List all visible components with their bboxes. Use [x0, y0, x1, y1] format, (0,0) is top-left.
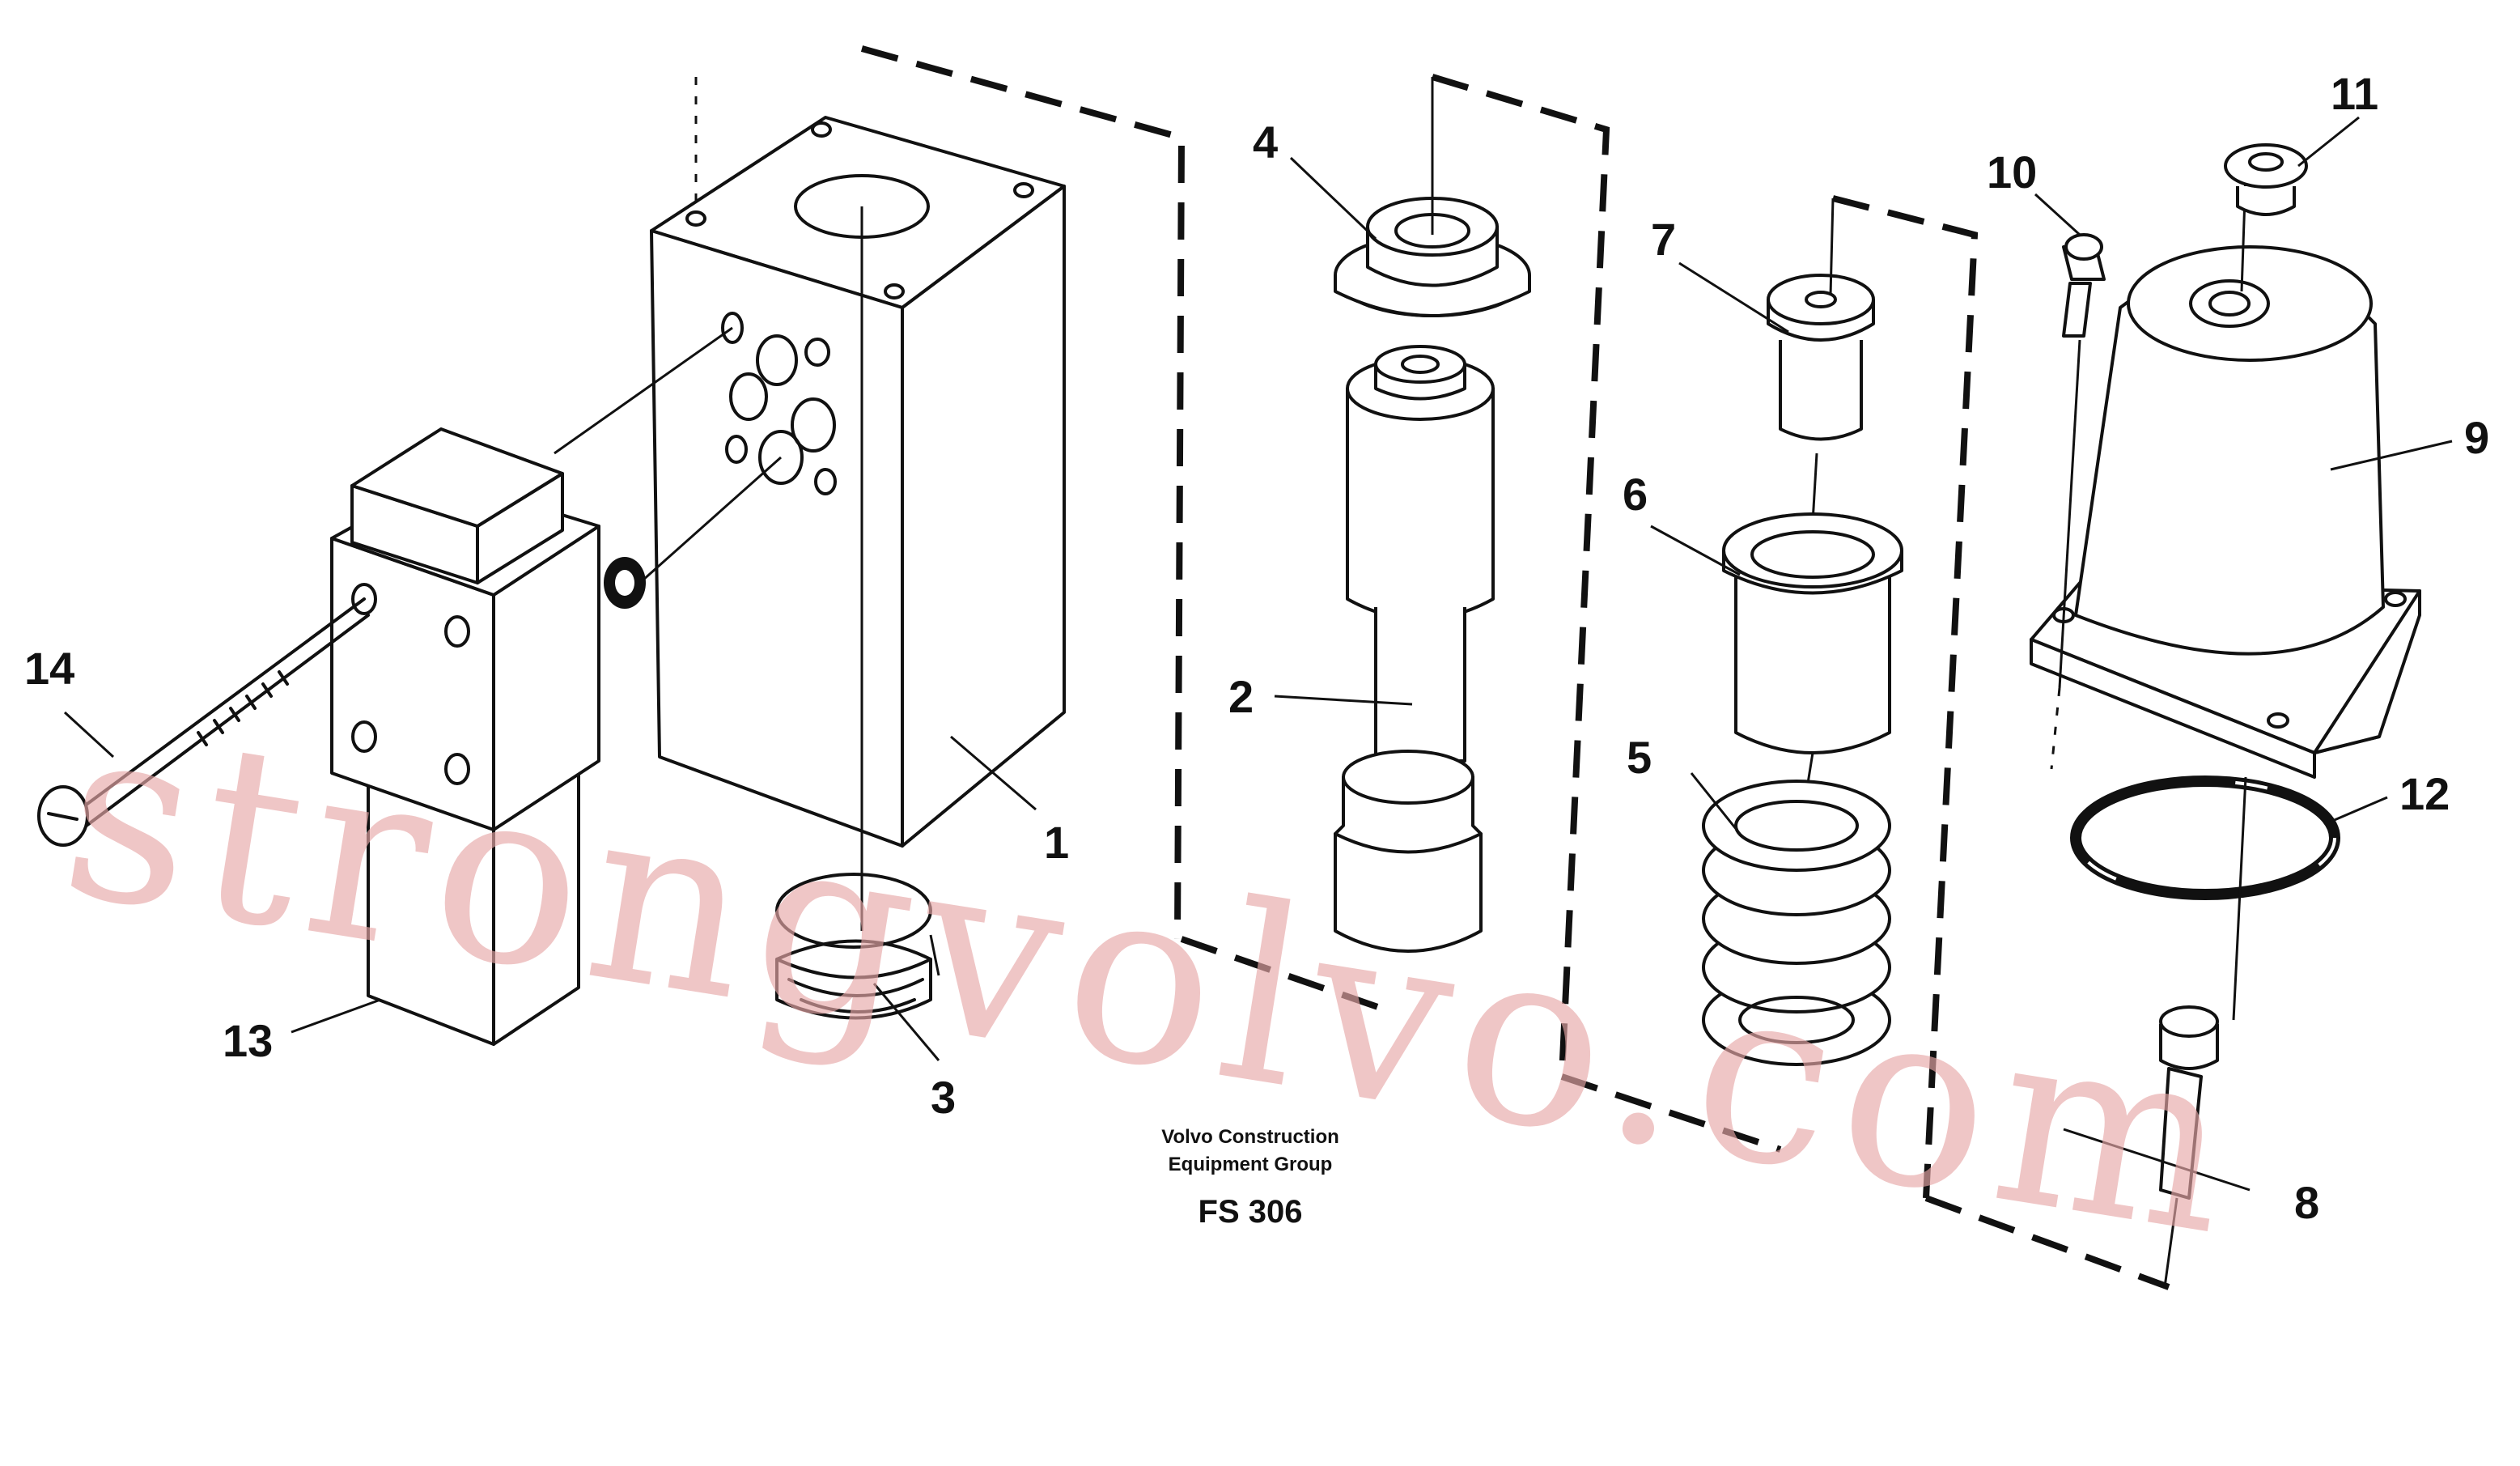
caption-company-line2: Equipment Group: [1169, 1154, 1333, 1175]
solenoid: [330, 427, 600, 1046]
leader-lines: [63, 116, 2453, 1192]
part-number-labels: 1 2 3 4 5 6 7 8 9 10 11 12 13 14: [24, 68, 2489, 1228]
label-part-7: 7: [1651, 214, 1676, 265]
cap-screw: [2058, 233, 2106, 689]
label-part-10: 10: [1987, 147, 2037, 198]
label-part-8: 8: [2294, 1177, 2319, 1228]
top-seal-washer: [1334, 77, 1531, 317]
label-part-14: 14: [24, 643, 74, 694]
bottom-screw: [2159, 1005, 2219, 1288]
valve-body-block: [554, 116, 1066, 931]
small-sleeve: [1767, 198, 1875, 523]
valve-spool: [1334, 345, 1495, 953]
label-part-12: 12: [2399, 768, 2450, 819]
label-part-2: 2: [1228, 671, 1254, 722]
label-part-13: 13: [223, 1015, 273, 1066]
watermark: strongvolvo.com: [48, 668, 2260, 1290]
small-seal-ring: [604, 557, 646, 609]
top-plug: [2224, 143, 2308, 216]
caption-company-line1: Volvo Construction: [1161, 1126, 1339, 1148]
cover-cap: [2030, 173, 2421, 779]
label-part-11: 11: [2331, 68, 2378, 119]
label-part-6: 6: [1623, 469, 1648, 520]
assembly-brackets: [694, 45, 2170, 1290]
caption-figure-code: FS 306: [1198, 1194, 1303, 1230]
mounting-screw: [37, 597, 370, 847]
label-part-9: 9: [2464, 412, 2489, 463]
caption: Volvo Construction Equipment Group FS 30…: [1161, 1126, 1339, 1230]
label-part-3: 3: [931, 1072, 956, 1123]
spring-stack: [1702, 780, 1891, 1066]
o-ring: [2070, 775, 2340, 1021]
bottom-plug: [775, 873, 940, 1020]
label-part-1: 1: [1044, 817, 1069, 868]
label-part-5: 5: [1627, 732, 1652, 783]
label-part-4: 4: [1253, 117, 1278, 168]
sleeve-bushing: [1722, 512, 1903, 794]
